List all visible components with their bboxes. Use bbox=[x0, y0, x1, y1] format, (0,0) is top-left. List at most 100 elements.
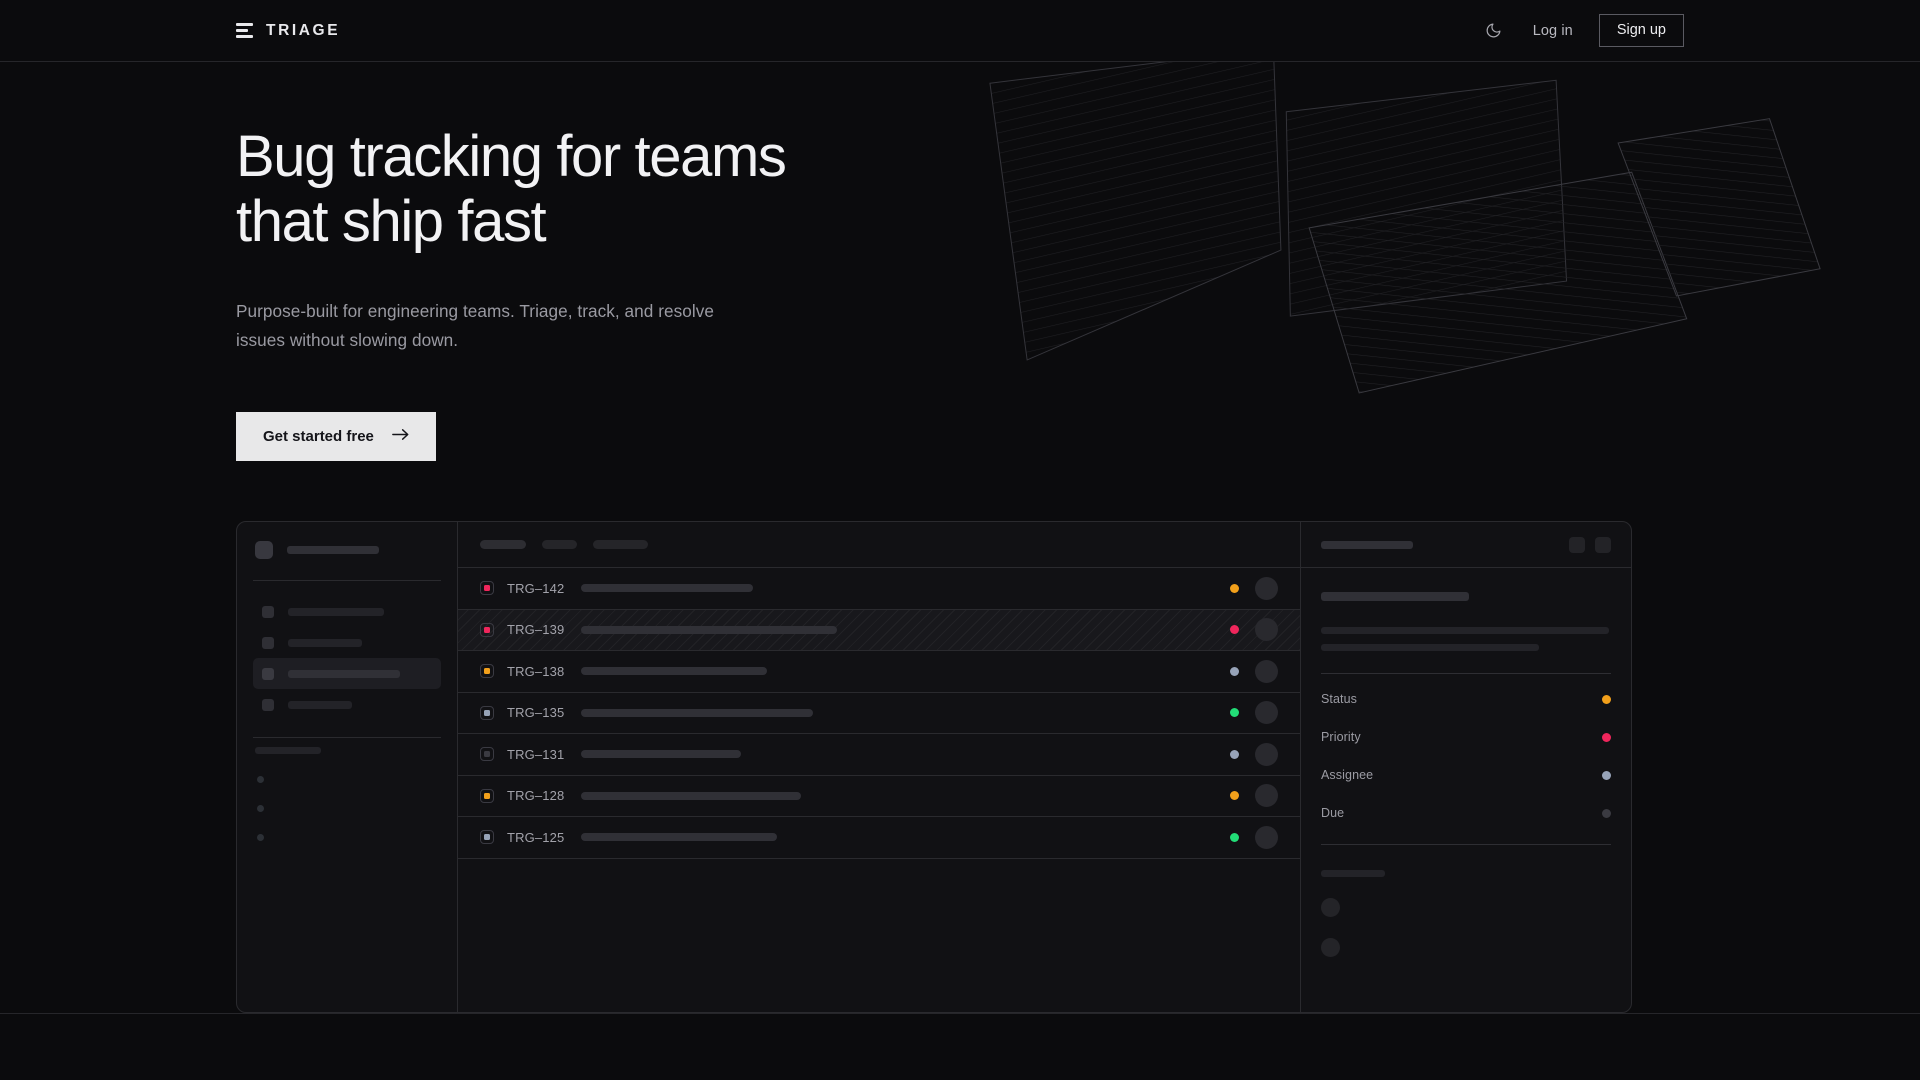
detail-divider-top bbox=[1321, 673, 1611, 674]
filter-chip-2[interactable] bbox=[542, 540, 577, 549]
mockup-sidebar bbox=[237, 522, 458, 1012]
issue-title-skeleton bbox=[581, 708, 813, 717]
sidebar-item-icon bbox=[262, 636, 274, 649]
signup-button[interactable]: Sign up bbox=[1598, 14, 1684, 47]
detail-meta-label: Assignee bbox=[1321, 768, 1374, 782]
issue-detail-panel: Status Priority Assignee Due bbox=[1301, 522, 1631, 1012]
brand-name: TRIAGE bbox=[266, 21, 341, 39]
brand-logo[interactable]: TRIAGE bbox=[236, 22, 340, 40]
status-dot bbox=[1230, 583, 1239, 593]
sidebar-item-label-skeleton bbox=[288, 669, 400, 678]
sidebar-item-icon bbox=[262, 605, 274, 618]
issue-title-skeleton bbox=[581, 750, 741, 759]
workspace-switcher[interactable] bbox=[253, 539, 441, 559]
table-row[interactable]: TRG–138 bbox=[458, 651, 1300, 693]
sidebar-sub-item-1[interactable] bbox=[257, 776, 264, 783]
workspace-avatar bbox=[255, 541, 273, 559]
detail-body-line-1 bbox=[1321, 627, 1609, 634]
row-meta bbox=[1230, 659, 1278, 683]
sidebar-item-1[interactable] bbox=[253, 596, 441, 627]
detail-meta-label: Status bbox=[1321, 692, 1358, 706]
priority-indicator bbox=[480, 747, 494, 762]
detail-title-skeleton bbox=[1321, 592, 1469, 601]
login-link[interactable]: Log in bbox=[1532, 22, 1573, 39]
sidebar-item-3-active[interactable] bbox=[253, 658, 441, 689]
priority-indicator bbox=[480, 664, 494, 679]
detail-meta-label: Priority bbox=[1321, 730, 1361, 744]
detail-breadcrumb-skeleton bbox=[1321, 540, 1413, 549]
avatar bbox=[1255, 576, 1278, 600]
filter-chip-3[interactable] bbox=[593, 540, 648, 549]
detail-meta-label: Due bbox=[1321, 806, 1345, 820]
priority-indicator bbox=[480, 705, 494, 720]
status-dot bbox=[1230, 625, 1239, 635]
filter-chip-1[interactable] bbox=[480, 540, 526, 549]
sidebar-sub-item-3[interactable] bbox=[257, 834, 264, 841]
sidebar-sub-item-2[interactable] bbox=[257, 805, 264, 812]
priority-indicator bbox=[480, 622, 494, 637]
issue-id: TRG–142 bbox=[507, 580, 565, 596]
detail-meta-status[interactable]: Status bbox=[1321, 680, 1611, 718]
avatar bbox=[1255, 701, 1278, 725]
issue-id: TRG–135 bbox=[507, 705, 565, 721]
headline-line-2: that ship fast bbox=[236, 188, 547, 254]
get-started-label: Get started free bbox=[263, 428, 374, 446]
issue-title-skeleton bbox=[581, 833, 777, 842]
get-started-button[interactable]: Get started free bbox=[236, 412, 436, 462]
status-dot bbox=[1230, 749, 1239, 759]
detail-action-button-2[interactable] bbox=[1595, 536, 1611, 553]
status-dot bbox=[1230, 791, 1239, 801]
nav-actions: Log in Sign up bbox=[1481, 14, 1684, 47]
sidebar-item-label-skeleton bbox=[288, 607, 384, 616]
issue-list-panel: TRG–142 TRG–139 TRG–138 bbox=[458, 522, 1301, 1012]
detail-meta-assignee[interactable]: Assignee bbox=[1321, 756, 1611, 794]
list-toolbar bbox=[458, 522, 1300, 568]
detail-body-line-2 bbox=[1321, 644, 1539, 651]
priority-indicator bbox=[480, 830, 494, 845]
sidebar-section-label-skeleton bbox=[255, 747, 321, 754]
avatar bbox=[1255, 825, 1278, 849]
hero-subtext: Purpose-built for engineering teams. Tri… bbox=[236, 300, 714, 351]
detail-header bbox=[1301, 522, 1631, 568]
comments-label-skeleton bbox=[1321, 870, 1385, 877]
detail-meta-priority[interactable]: Priority bbox=[1321, 718, 1611, 756]
row-meta bbox=[1230, 784, 1278, 808]
sidebar-item-4[interactable] bbox=[253, 689, 441, 720]
detail-meta-due[interactable]: Due bbox=[1321, 794, 1611, 832]
app-mockup: TRG–142 TRG–139 TRG–138 bbox=[236, 521, 1632, 1013]
moon-icon[interactable] bbox=[1481, 18, 1507, 44]
assignee-badge bbox=[1602, 770, 1611, 780]
row-meta bbox=[1230, 576, 1278, 600]
sidebar-divider-top bbox=[253, 580, 441, 581]
table-row[interactable]: TRG–131 bbox=[458, 734, 1300, 776]
headline-line-1: Bug tracking for teams bbox=[236, 124, 787, 189]
table-row[interactable]: TRG–125 bbox=[458, 817, 1300, 859]
sidebar-item-label-skeleton bbox=[288, 638, 362, 647]
issue-title-skeleton bbox=[581, 584, 753, 593]
hero-section: Bug tracking for teams that ship fast Pu… bbox=[236, 62, 787, 462]
issue-title-skeleton bbox=[581, 667, 767, 676]
sidebar-item-icon bbox=[262, 698, 274, 711]
detail-header-actions bbox=[1569, 536, 1611, 553]
issue-title-skeleton bbox=[581, 791, 801, 800]
row-meta bbox=[1230, 742, 1278, 766]
issue-id: TRG–138 bbox=[507, 663, 565, 679]
comment-avatar-1 bbox=[1321, 898, 1340, 917]
detail-divider-bottom bbox=[1321, 844, 1611, 845]
top-navigation: TRIAGE Log in Sign up bbox=[0, 0, 1920, 62]
priority-badge bbox=[1602, 732, 1611, 742]
detail-action-button-1[interactable] bbox=[1569, 536, 1585, 553]
sidebar-item-icon bbox=[262, 667, 274, 680]
sidebar-divider-bottom bbox=[253, 737, 441, 738]
row-meta bbox=[1230, 825, 1278, 849]
status-dot bbox=[1230, 832, 1239, 842]
table-row[interactable]: TRG–135 bbox=[458, 693, 1300, 734]
table-row[interactable]: TRG–142 bbox=[458, 568, 1300, 610]
sidebar-item-2[interactable] bbox=[253, 627, 441, 658]
status-dot bbox=[1230, 666, 1239, 676]
table-row[interactable]: TRG–128 bbox=[458, 776, 1300, 817]
priority-indicator bbox=[480, 581, 494, 596]
table-row[interactable]: TRG–139 bbox=[458, 609, 1300, 651]
priority-indicator bbox=[480, 788, 494, 803]
